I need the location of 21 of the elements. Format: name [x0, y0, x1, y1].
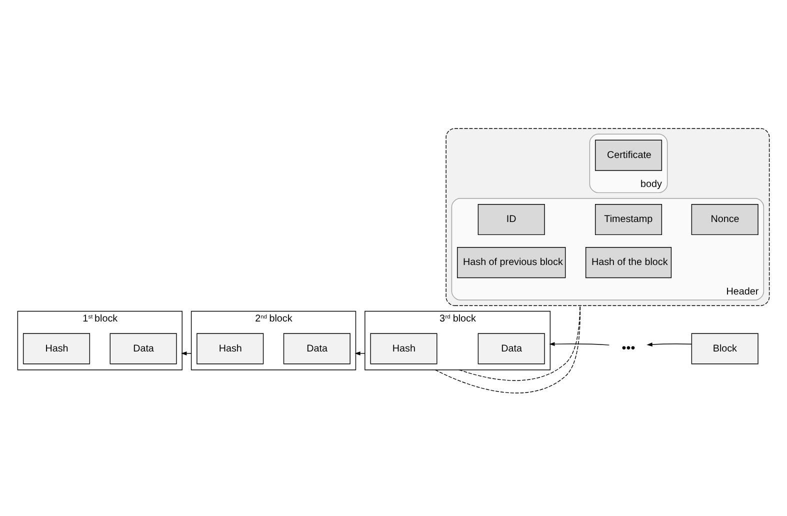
- arrow: [646, 342, 692, 346]
- node-box: Data: [283, 333, 350, 364]
- node-box: Hash: [370, 333, 438, 364]
- node-box: Hash: [22, 333, 90, 364]
- arrow: [549, 342, 610, 346]
- cluster: [446, 128, 770, 306]
- node-box: Certificate: [595, 140, 662, 171]
- connector: [434, 305, 581, 394]
- node-box: Hash of the block: [585, 247, 672, 278]
- node-box: Nonce: [691, 204, 758, 236]
- node-box: Timestamp: [595, 204, 662, 236]
- connector: [458, 305, 580, 381]
- node-box: Hash of previous block: [457, 247, 566, 278]
- node-box: Data: [478, 333, 545, 364]
- node-box: Block: [691, 333, 758, 364]
- node-box: ID: [478, 204, 545, 236]
- node-box: Data: [110, 333, 177, 364]
- arrow: [354, 351, 366, 356]
- arrow: [181, 351, 192, 356]
- node-text: •••: [622, 340, 636, 355]
- node-box: Hash: [196, 333, 264, 364]
